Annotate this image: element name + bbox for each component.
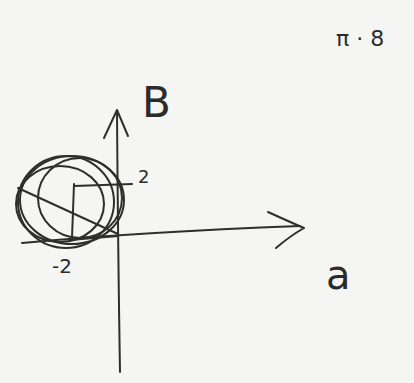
- circle: [20, 156, 124, 244]
- axis-label: a: [326, 255, 351, 295]
- vertical-segment: [72, 184, 74, 238]
- axis-arrowhead: [104, 110, 128, 138]
- page-note: π · 8: [336, 28, 384, 50]
- tick-value: -2: [52, 256, 72, 276]
- axis-label: B: [142, 82, 171, 124]
- base-segment: [70, 236, 118, 240]
- horizontal-segment: [74, 184, 132, 186]
- diagonal-line: [18, 188, 118, 234]
- tick-value: 2: [138, 168, 149, 186]
- vertical-axis: [117, 112, 120, 372]
- circle: [16, 166, 104, 242]
- axis-arrowhead: [268, 212, 304, 248]
